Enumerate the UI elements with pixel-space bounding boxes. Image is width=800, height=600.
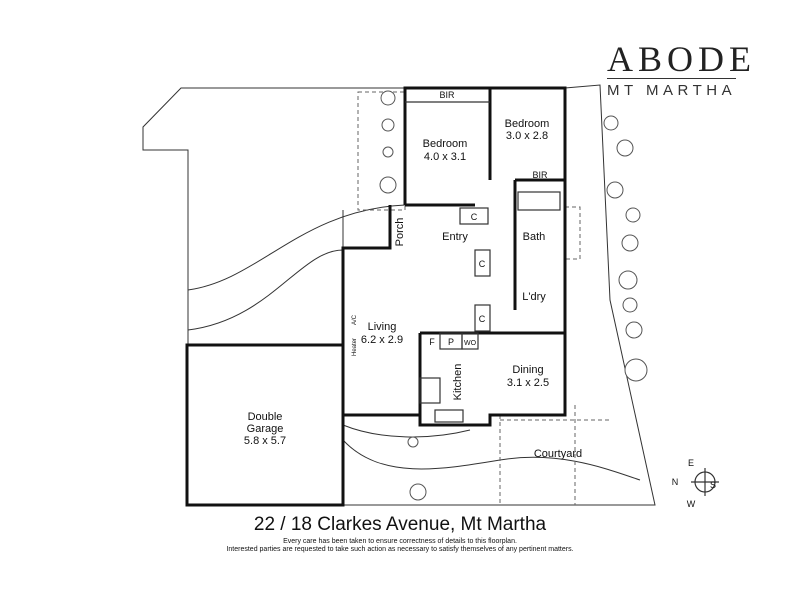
garage-label: Double <box>248 411 283 423</box>
pantry-label: P <box>448 337 454 347</box>
fridge-label: F <box>429 337 435 347</box>
svg-text:N: N <box>672 477 679 487</box>
compass: E N S W <box>672 458 716 509</box>
disclaimer-line-2: Interested parties are requested to take… <box>226 546 574 553</box>
svg-text:W: W <box>687 499 696 509</box>
courtyard-label: Courtyard <box>534 448 582 460</box>
svg-text:E: E <box>688 458 694 468</box>
bedroom-1-size: 4.0 x 3.1 <box>424 151 466 163</box>
living-label: Living <box>368 321 397 333</box>
dining-size: 3.1 x 2.5 <box>507 377 549 389</box>
bedroom-2-label: Bedroom <box>505 118 550 130</box>
cupboard-3: C <box>479 314 486 324</box>
living-size: 6.2 x 2.9 <box>361 334 403 346</box>
laundry-label: L'dry <box>522 291 546 303</box>
brand-location: MT MARTHA <box>607 78 737 99</box>
disclaimer-line-1: Every care has been taken to ensure corr… <box>283 538 517 545</box>
brand-logo: ABODE <box>607 39 756 79</box>
dining-label: Dining <box>512 364 543 376</box>
address-title: 22 / 18 Clarkes Avenue, Mt Martha <box>253 514 547 535</box>
garage-size: 5.8 x 5.7 <box>244 435 286 447</box>
svg-text:S: S <box>710 480 716 490</box>
bath-label: Bath <box>523 231 546 243</box>
porch-label: Porch <box>394 218 406 247</box>
cupboard-2: C <box>479 259 486 269</box>
bedroom-1-label: Bedroom <box>423 138 468 150</box>
site-boundary <box>142 84 656 506</box>
entry-label: Entry <box>442 231 468 243</box>
trees <box>379 90 648 501</box>
bir-2-label: BIR <box>532 170 548 180</box>
ac-label: A/C <box>352 314 358 325</box>
garage-label-2: Garage <box>247 423 284 435</box>
bedroom-2-size: 3.0 x 2.8 <box>506 130 548 142</box>
cupboard-1: C <box>471 212 478 222</box>
heater-label: Heater <box>352 338 358 356</box>
wo-label: WO <box>464 340 477 347</box>
kitchen-label: Kitchen <box>452 364 464 401</box>
paving <box>357 91 610 505</box>
bir-label: BIR <box>439 90 455 100</box>
